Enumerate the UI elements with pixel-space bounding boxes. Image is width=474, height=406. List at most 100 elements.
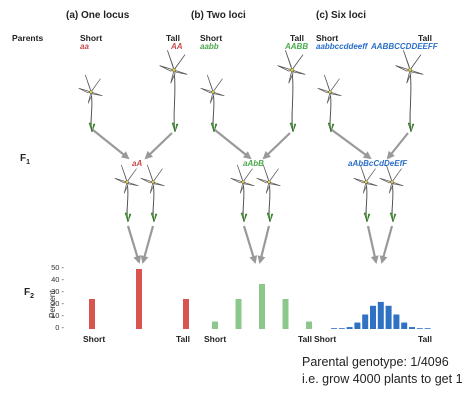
- panel-a-short-label: Short: [80, 33, 103, 43]
- leaf: [289, 122, 297, 133]
- flower-head: [317, 74, 342, 104]
- flower-head: [200, 74, 225, 104]
- leaf: [389, 212, 397, 223]
- parent-tall-plant-b: [277, 49, 306, 133]
- panel-title-one-locus: (a) One locus: [66, 10, 130, 21]
- panel-b-tall-label: Tall: [290, 33, 305, 43]
- flower-head: [379, 164, 404, 194]
- y-tick-label: 10 -: [51, 311, 64, 320]
- flower-head: [277, 49, 306, 84]
- bar: [346, 327, 353, 329]
- panel-title-six-loci: (c) Six loci: [316, 10, 367, 21]
- bar: [183, 299, 189, 329]
- bar: [89, 299, 95, 329]
- stem: [173, 69, 176, 133]
- bar: [393, 314, 400, 329]
- arrow: [214, 129, 252, 160]
- x-label-panel-a-short: Short: [83, 334, 106, 344]
- flower-head: [256, 164, 281, 194]
- x-label-panel-c-short: Short: [314, 334, 337, 344]
- stem: [409, 69, 412, 133]
- panel-c-tall-label: Tall: [418, 33, 433, 43]
- bar: [424, 328, 431, 329]
- x-label-panel-b-tall: Tall: [298, 334, 313, 344]
- f1-plant: [379, 164, 404, 223]
- panel-a-short-genotype: aa: [80, 42, 89, 51]
- panel-a-tall-genotype: AA: [171, 42, 183, 51]
- x-label-panel-b-short: Short: [204, 334, 227, 344]
- panel-b-f1-genotype: aAbB: [243, 159, 264, 168]
- panel-c-short-label: Short: [316, 33, 339, 43]
- bar: [338, 328, 345, 329]
- f2-row-label: F2: [24, 287, 35, 301]
- f1-plant: [140, 164, 165, 223]
- arrow: [386, 132, 409, 160]
- arrow: [140, 225, 155, 264]
- leaf: [240, 212, 248, 223]
- flower-head: [395, 49, 424, 84]
- parent-short-plant-c: [317, 74, 342, 133]
- leaf: [327, 122, 335, 133]
- flower-head: [230, 164, 255, 194]
- bar: [409, 327, 415, 329]
- bar: [401, 322, 408, 329]
- flower-head: [159, 49, 188, 84]
- arrow: [379, 225, 394, 264]
- bar: [282, 299, 289, 329]
- leaf: [407, 122, 415, 133]
- flower-head: [114, 164, 139, 194]
- bar: [235, 299, 242, 329]
- arrow: [92, 129, 130, 160]
- f1-plant: [230, 164, 255, 223]
- flower-head: [78, 74, 103, 104]
- bar: [354, 322, 361, 329]
- grow-plants-note: i.e. grow 4000 plants to get 1: [302, 372, 463, 386]
- arrow: [366, 225, 379, 264]
- f1-plant: [353, 164, 378, 223]
- f1-plant: [114, 164, 139, 223]
- leaf: [171, 122, 179, 133]
- y-tick-label: 20 -: [51, 299, 64, 308]
- bar: [416, 328, 423, 329]
- panel-b-short-genotype: aabb: [200, 42, 219, 51]
- bar: [212, 321, 218, 329]
- panel-a-f1-genotype: aA: [132, 159, 143, 168]
- bar: [136, 269, 142, 329]
- bar: [377, 301, 384, 329]
- parent-tall-plant-c: [395, 49, 424, 133]
- panel-a-tall-label: Tall: [166, 33, 181, 43]
- flower-head: [140, 164, 165, 194]
- parents-row-label: Parents: [12, 33, 44, 43]
- arrow: [262, 132, 291, 160]
- f1-row-label: F1: [20, 153, 31, 167]
- leaf: [363, 212, 371, 223]
- bar: [331, 328, 337, 329]
- panel-c-tall-genotype: AABBCCDDEEFF: [371, 42, 438, 51]
- y-tick-label: 30 -: [51, 287, 64, 296]
- x-label-panel-c-tall: Tall: [418, 334, 433, 344]
- x-label-panel-a-tall: Tall: [176, 334, 191, 344]
- y-tick-label: 40 -: [51, 275, 64, 284]
- parental-genotype-note: Parental genotype: 1/4096: [302, 355, 449, 369]
- leaf: [124, 212, 132, 223]
- arrow: [144, 132, 173, 160]
- arrow: [331, 129, 372, 160]
- parent-short-plant-a: [78, 74, 103, 133]
- f1-plant: [256, 164, 281, 223]
- bar: [259, 284, 265, 329]
- parent-tall-plant-a: [159, 49, 188, 133]
- panel-title-two-loci: (b) Two loci: [191, 10, 246, 21]
- flower-head: [353, 164, 378, 194]
- leaf: [88, 122, 96, 133]
- y-tick-label: 50 -: [51, 263, 64, 272]
- parent-short-plant-b: [200, 74, 225, 133]
- leaf: [150, 212, 158, 223]
- bar: [370, 305, 376, 329]
- leaf: [266, 212, 274, 223]
- leaf: [210, 122, 218, 133]
- bar: [362, 314, 369, 329]
- arrow: [257, 225, 271, 264]
- bar: [306, 321, 312, 329]
- stem: [291, 69, 294, 133]
